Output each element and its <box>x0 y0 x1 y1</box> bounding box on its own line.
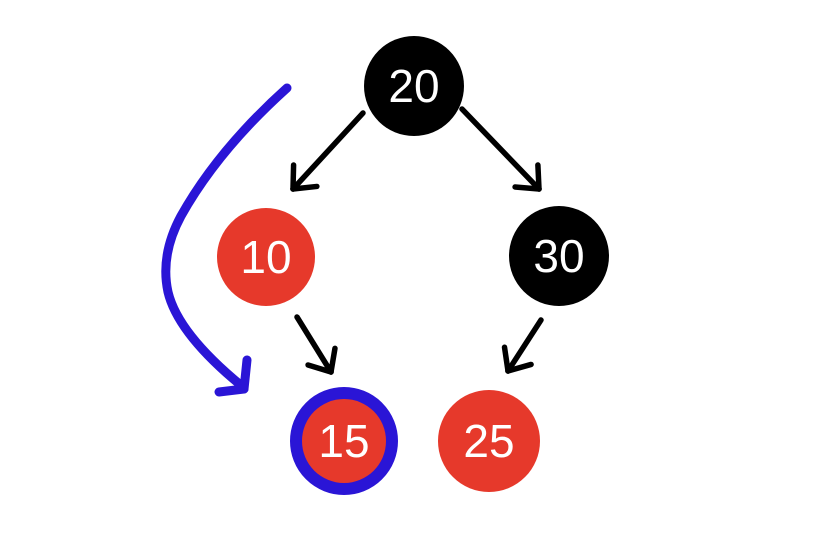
edge-20-30 <box>459 106 542 192</box>
arrowhead-barb <box>305 362 334 375</box>
arrowhead-barb <box>512 184 542 192</box>
freehand-arrowhead-barb <box>214 384 249 397</box>
edge-30-25 <box>501 317 544 374</box>
arrowhead-barb <box>328 345 338 375</box>
arrowhead-barb <box>290 162 297 192</box>
tree-nodes: 20 10 30 15 25 <box>217 36 609 495</box>
arrow-shaft <box>294 314 334 375</box>
node-label: 30 <box>533 230 584 282</box>
freehand-path <box>161 83 292 392</box>
node-label: 10 <box>240 231 291 283</box>
highlight-ring <box>290 387 398 495</box>
node-circle <box>302 399 386 483</box>
arrowhead-barb <box>290 183 320 192</box>
node-circle <box>364 36 464 136</box>
freehand-highlight-arrow <box>161 83 292 397</box>
freehand-arrowhead-barb <box>239 355 252 394</box>
arrow-shaft <box>459 106 542 192</box>
edge-10-15 <box>294 314 338 375</box>
tree-edges <box>290 106 544 375</box>
node-circle <box>438 390 540 492</box>
arrowhead-barb <box>505 361 534 374</box>
arrow-shaft <box>505 317 544 374</box>
arrowhead-barb <box>535 162 542 192</box>
tree-node-15: 15 <box>290 387 398 495</box>
node-circle <box>217 208 315 306</box>
tree-node-10: 10 <box>217 208 315 306</box>
tree-node-30: 30 <box>509 206 609 306</box>
node-label: 20 <box>388 60 439 112</box>
tree-node-20: 20 <box>364 36 464 136</box>
node-circle <box>509 206 609 306</box>
node-label: 25 <box>463 415 514 467</box>
edge-20-10 <box>290 110 366 192</box>
node-label: 15 <box>318 415 369 467</box>
highlight-annotation <box>161 83 292 397</box>
tree-node-25: 25 <box>438 390 540 492</box>
arrowhead-barb <box>501 344 511 374</box>
arrow-shaft <box>290 110 366 192</box>
